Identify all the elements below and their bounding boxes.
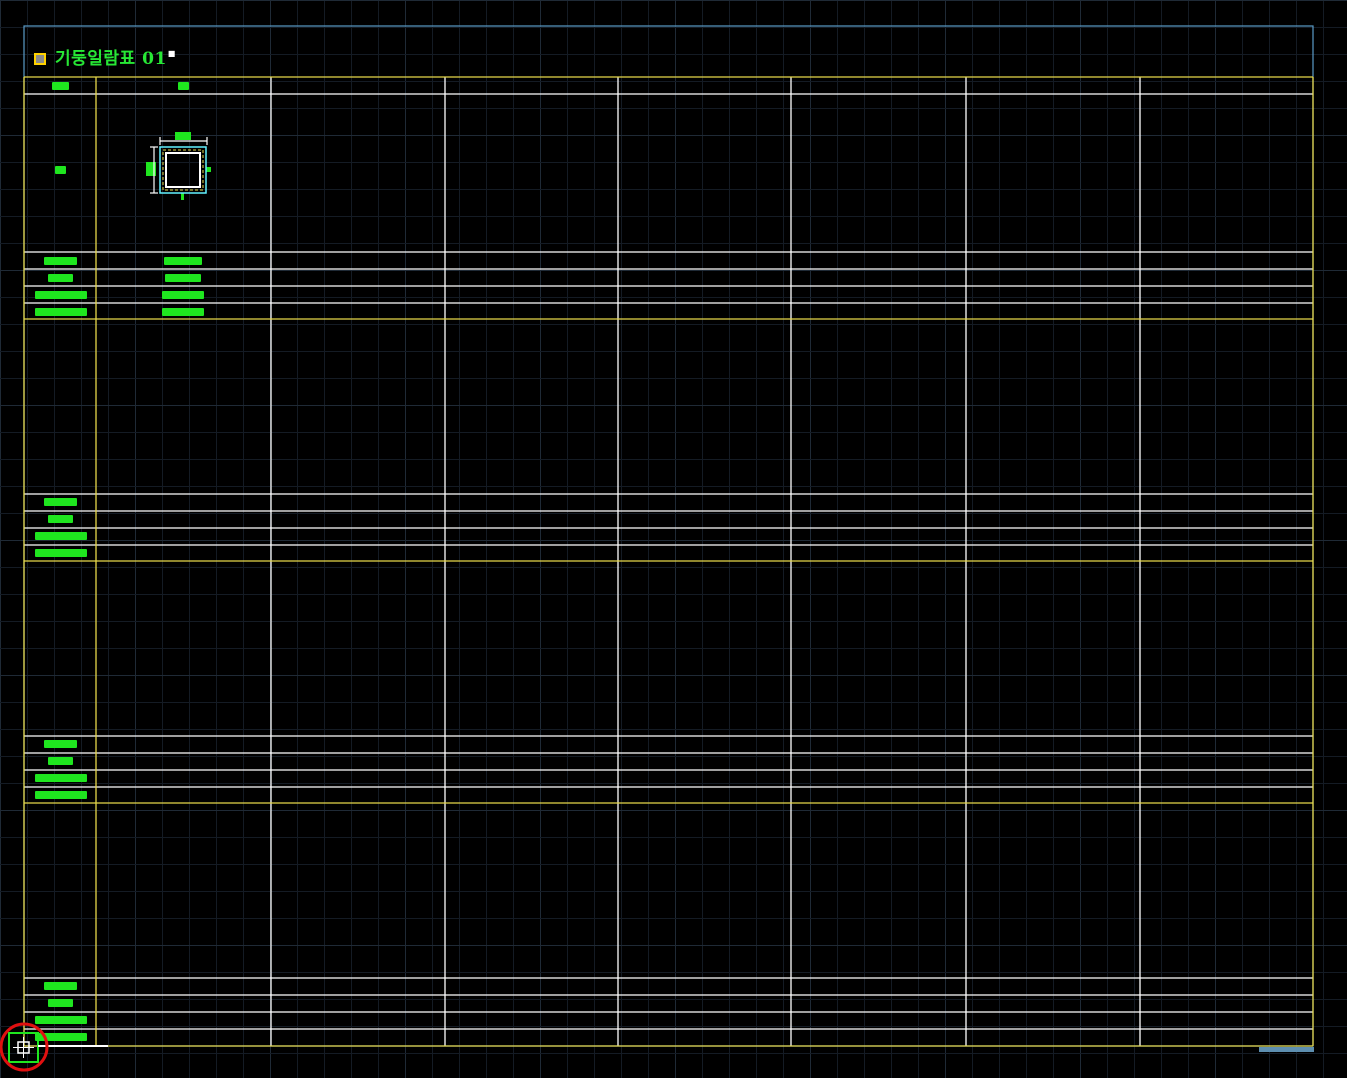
section-label-bottom bbox=[181, 193, 184, 200]
row-label-block bbox=[35, 549, 87, 557]
origin-square bbox=[8, 1032, 39, 1063]
square-icon bbox=[34, 53, 46, 65]
row-label-block bbox=[35, 308, 87, 316]
row-label-block bbox=[44, 982, 77, 990]
cell-value-block bbox=[164, 257, 202, 265]
row-label-block bbox=[55, 166, 66, 174]
row-label-block bbox=[35, 291, 87, 299]
row-label-block bbox=[44, 498, 77, 506]
row-label-block bbox=[44, 257, 77, 265]
section-label-top bbox=[175, 132, 191, 140]
green-text-blocks bbox=[35, 82, 204, 1041]
drawing-title[interactable]: 기둥일람표 01 ■ bbox=[34, 47, 175, 71]
cell-value-block bbox=[165, 274, 201, 282]
status-bar-accent bbox=[1259, 1047, 1314, 1052]
header-label-block bbox=[52, 82, 69, 90]
rebar-ring bbox=[162, 149, 204, 191]
origin-highlight-circle bbox=[0, 1022, 49, 1072]
tie-hoop bbox=[165, 152, 201, 188]
table-yellow-lines bbox=[23, 76, 1314, 1047]
row-label-block bbox=[48, 515, 73, 523]
title-marker-dot: ■ bbox=[167, 49, 176, 58]
row-label-block bbox=[48, 999, 73, 1007]
cell-value-block bbox=[162, 308, 204, 316]
row-label-block bbox=[44, 740, 77, 748]
column-section-detail[interactable] bbox=[146, 132, 211, 200]
section-label-left bbox=[146, 162, 156, 176]
row-label-block bbox=[48, 274, 73, 282]
cell-value-block bbox=[162, 291, 204, 299]
row-label-block bbox=[35, 791, 87, 799]
header-label-block bbox=[178, 82, 189, 90]
drawing-title-text: 기둥일람표 01 bbox=[55, 48, 167, 69]
row-label-block bbox=[35, 1016, 87, 1024]
row-label-block bbox=[35, 1033, 87, 1041]
row-label-block bbox=[48, 757, 73, 765]
row-label-block bbox=[35, 532, 87, 540]
row-label-block bbox=[35, 774, 87, 782]
ucs-origin-icon[interactable] bbox=[0, 1022, 108, 1072]
section-label-right bbox=[206, 167, 211, 172]
column-outline bbox=[159, 146, 207, 194]
